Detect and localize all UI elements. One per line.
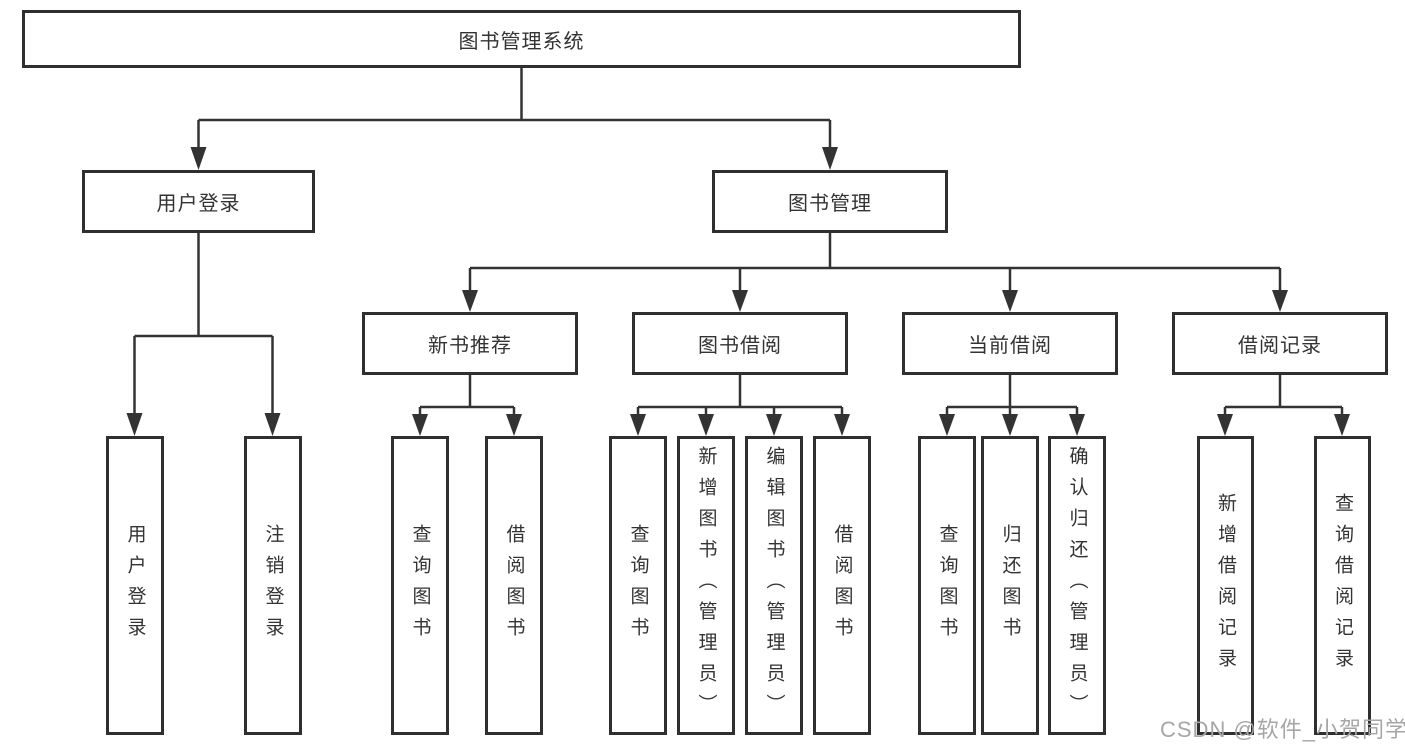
node-user-login: 用户登录: [82, 170, 315, 233]
leaf-borrow-borrow-books: 借阅图书: [813, 436, 871, 735]
node-book-borrow: 图书借阅: [632, 312, 848, 375]
connector-borrow-records-to-leaves: [1217, 375, 1350, 436]
leaf-borrow-edit-books-admin: 编辑图书（管理员）: [745, 436, 803, 735]
node-new-book-recommend: 新书推荐: [362, 312, 578, 375]
leaf-current-return-books: 归还图书: [981, 436, 1039, 735]
leaf-borrow-query-books: 查询图书: [609, 436, 667, 735]
leaf-borrow-add-books-admin: 新增图书（管理员）: [677, 436, 735, 735]
connector-root-to-level2: [190, 68, 838, 170]
leaf-logout: 注销登录: [244, 436, 302, 735]
csdn-watermark: CSDN @软件_小贺同学: [1160, 717, 1405, 742]
node-book-management: 图书管理: [712, 170, 948, 233]
leaf-records-add-record: 新增借阅记录: [1197, 436, 1254, 735]
leaf-user-login: 用户登录: [106, 436, 164, 735]
connector-current-borrow-to-leaves: [939, 375, 1085, 436]
leaf-records-query-record: 查询借阅记录: [1314, 436, 1371, 735]
leaf-current-confirm-return-admin: 确认归还（管理员）: [1048, 436, 1106, 735]
connector-book-management-to-level3: [462, 233, 1288, 312]
connector-new-book-to-leaves: [412, 375, 522, 436]
connector-user-login-to-leaves: [126, 233, 281, 436]
leaf-current-query-books: 查询图书: [918, 436, 976, 735]
leaf-newbook-query-books: 查询图书: [391, 436, 449, 735]
connector-book-borrow-to-leaves: [630, 375, 850, 436]
leaf-newbook-borrow-books: 借阅图书: [485, 436, 543, 735]
node-root-library-system: 图书管理系统: [22, 10, 1021, 68]
node-borrow-records: 借阅记录: [1172, 312, 1388, 375]
node-current-borrow: 当前借阅: [902, 312, 1118, 375]
